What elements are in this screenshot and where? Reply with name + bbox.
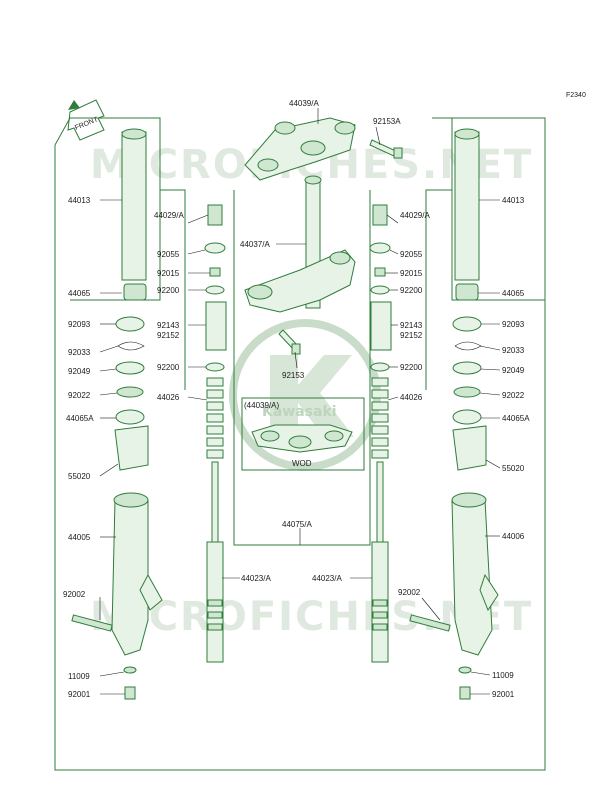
label-92055-right: 92055 xyxy=(400,250,423,259)
label-44029a-left: 44029/A xyxy=(154,211,184,220)
right-fork xyxy=(409,128,499,700)
inset-note: WOD xyxy=(292,459,312,468)
bolt-92153a xyxy=(369,139,403,159)
label-92152-left: 92152 xyxy=(157,331,180,340)
label-92022-left: 92022 xyxy=(68,391,91,400)
label-44029a-right: 44029/A xyxy=(400,211,430,220)
left-spring-column xyxy=(204,204,227,663)
label-92049-right: 92049 xyxy=(502,366,525,375)
figure-code: F2340 xyxy=(566,92,586,99)
label-44006: 44006 xyxy=(502,532,525,541)
label-44037a: 44037/A xyxy=(240,240,270,249)
label-92002-right: 92002 xyxy=(398,588,421,597)
inset-label: (44039/A) xyxy=(244,401,279,410)
right-spring-column xyxy=(369,204,392,663)
label-44023a-right: 44023/A xyxy=(312,574,342,583)
frame-lines xyxy=(54,117,546,771)
label-92200-right-upper: 92200 xyxy=(400,286,423,295)
label-92093-right: 92093 xyxy=(502,320,525,329)
part-labels: 44039/A 92153A 44037/A 92153 44075/A 440… xyxy=(63,99,530,699)
label-92002-left: 92002 xyxy=(63,590,86,599)
label-92153: 92153 xyxy=(282,371,305,380)
label-92152-right: 92152 xyxy=(400,331,423,340)
label-44005: 44005 xyxy=(68,533,91,542)
label-92015-left: 92015 xyxy=(157,269,180,278)
leader-lines xyxy=(99,108,501,695)
label-44065-left: 44065 xyxy=(68,289,91,298)
label-44023a-left: 44023/A xyxy=(241,574,271,583)
label-44065-right: 44065 xyxy=(502,289,525,298)
label-44075a: 44075/A xyxy=(282,520,312,529)
label-92001-right: 92001 xyxy=(492,690,515,699)
label-11009-right: 11009 xyxy=(492,671,514,680)
label-44026-right: 44026 xyxy=(400,393,423,402)
label-92200-right-lower: 92200 xyxy=(400,363,423,372)
label-44013-right: 44013 xyxy=(502,196,525,205)
label-92022-right: 92022 xyxy=(502,391,525,400)
bolt-92153 xyxy=(278,329,301,355)
label-44039a: 44039/A xyxy=(289,99,319,108)
upper-bracket xyxy=(244,117,356,181)
left-fork xyxy=(71,128,163,700)
front-arrow-icon: FRONT xyxy=(67,99,105,141)
label-92143-right: 92143 xyxy=(400,321,423,330)
label-92093-left: 92093 xyxy=(68,320,91,329)
label-92033-right: 92033 xyxy=(502,346,525,355)
stem-lower-bracket xyxy=(244,175,356,313)
label-44013-left: 44013 xyxy=(68,196,91,205)
label-44065a-left: 44065A xyxy=(66,414,94,423)
label-92200-left-upper: 92200 xyxy=(157,286,180,295)
label-92049-left: 92049 xyxy=(68,367,91,376)
label-55020-right: 55020 xyxy=(502,464,525,473)
label-92033-left: 92033 xyxy=(68,348,91,357)
label-92200-left-lower: 92200 xyxy=(157,363,180,372)
label-44065a-right: 44065A xyxy=(502,414,530,423)
inset-box xyxy=(241,397,365,471)
label-92153a: 92153A xyxy=(373,117,401,126)
label-92055-left: 92055 xyxy=(157,250,180,259)
brand-logo-text: Kawasaki xyxy=(262,404,337,420)
label-92015-right: 92015 xyxy=(400,269,423,278)
label-92143-left: 92143 xyxy=(157,321,180,330)
label-11009-left: 11009 xyxy=(68,672,90,681)
label-92001-left: 92001 xyxy=(68,690,91,699)
label-55020-left: 55020 xyxy=(68,472,91,481)
label-44026-left: 44026 xyxy=(157,393,180,402)
